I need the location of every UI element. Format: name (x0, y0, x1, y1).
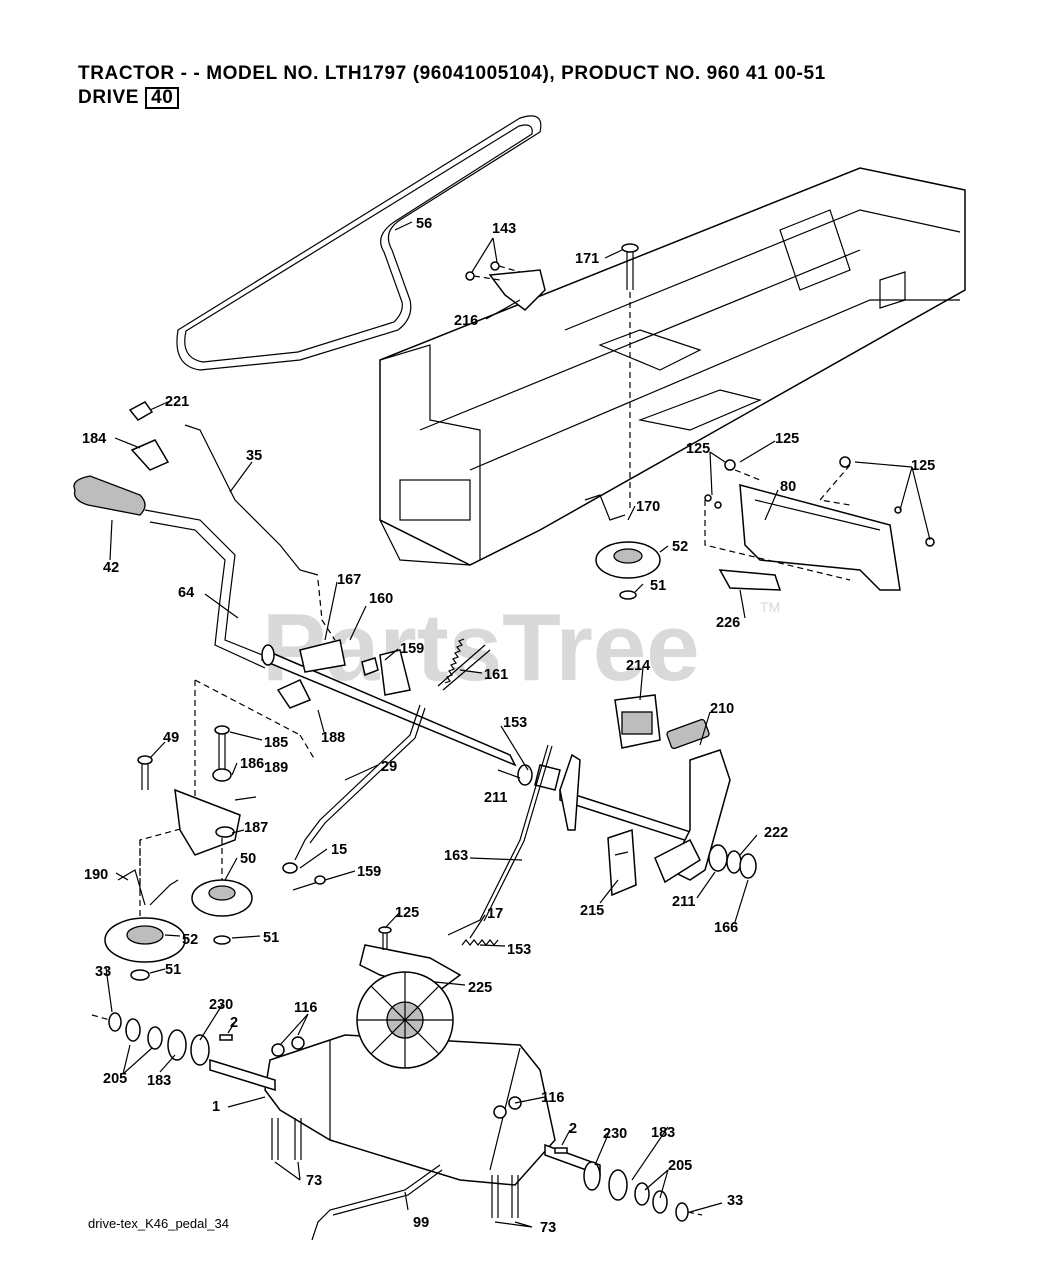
drive-belt (176, 115, 542, 371)
callout-52-upper: 52 (672, 539, 688, 555)
callout-33-left: 33 (95, 964, 111, 980)
callout-125-d: 125 (395, 905, 419, 921)
pedal-shaft-64 (261, 639, 517, 767)
brake-pedal-assembly (517, 718, 731, 884)
pedal-pad-214 (614, 694, 661, 749)
pivot-plate-group (137, 679, 316, 890)
callout-205-right: 205 (668, 1158, 692, 1174)
drawing-id: drive-tex_K46_pedal_34 (88, 1216, 229, 1231)
bolt-171 (621, 243, 639, 510)
callout-125-b: 125 (775, 431, 799, 447)
callout-42: 42 (103, 560, 119, 576)
callout-2-right: 2 (569, 1121, 577, 1137)
section-number-box: 40 (145, 87, 180, 109)
callout-73-right: 73 (540, 1220, 556, 1236)
model-title: TRACTOR - - MODEL NO. LTH1797 (960410051… (78, 63, 826, 84)
right-axle-hardware (554, 1147, 703, 1222)
callout-1: 1 (212, 1099, 220, 1115)
callout-99: 99 (413, 1215, 429, 1231)
rod-163 (447, 744, 553, 946)
callout-labels: 56 143 171 216 221 184 35 42 64 167 160 … (82, 216, 935, 1236)
callout-190: 190 (84, 867, 108, 883)
callout-166: 166 (714, 920, 738, 936)
callout-159-lower: 159 (357, 864, 381, 880)
rod-29 (294, 704, 426, 861)
callout-56: 56 (416, 216, 432, 232)
rod-35 (184, 424, 336, 641)
callout-17: 17 (487, 906, 503, 922)
diagram-header: TRACTOR - - MODEL NO. LTH1797 (960410051… (78, 62, 978, 110)
callout-52-lower: 52 (182, 932, 198, 948)
callout-222: 222 (764, 825, 788, 841)
callout-221: 221 (165, 394, 189, 410)
callout-153-upper: 153 (503, 715, 527, 731)
bracket-226 (718, 569, 782, 591)
callout-211-left: 211 (484, 790, 507, 806)
callout-125-c: 125 (911, 458, 935, 474)
callout-230-right: 230 (603, 1126, 627, 1142)
callout-49: 49 (163, 730, 179, 746)
section-name: DRIVE (78, 87, 140, 108)
callout-216: 216 (454, 313, 478, 329)
callout-226: 226 (716, 615, 740, 631)
callout-73-left: 73 (306, 1173, 322, 1189)
callout-187: 187 (244, 820, 268, 836)
callout-163: 163 (444, 848, 468, 864)
leader-lines (105, 221, 931, 1228)
callout-80: 80 (780, 479, 796, 495)
washer-15-spring-159 (282, 862, 326, 891)
callout-225: 225 (468, 980, 492, 996)
callout-210: 210 (710, 701, 734, 717)
pedal-cover-215 (607, 828, 637, 897)
callout-116-left: 116 (294, 1000, 317, 1016)
callout-215: 215 (580, 903, 604, 919)
callout-214: 214 (626, 658, 650, 674)
callout-51-lower: 51 (165, 962, 181, 978)
callout-186: 186 (240, 756, 264, 772)
callout-171: 171 (575, 251, 599, 267)
callout-29: 29 (381, 759, 397, 775)
callout-161: 161 (484, 667, 508, 683)
callout-33-right: 33 (727, 1193, 743, 1209)
callout-116-right: 116 (541, 1090, 564, 1106)
callout-15: 15 (331, 842, 347, 858)
callout-211-right: 211 (672, 894, 695, 910)
callout-183-left: 183 (147, 1073, 171, 1089)
callout-170: 170 (636, 499, 660, 515)
callout-189: 189 (264, 760, 288, 776)
left-axle-hardware (91, 1012, 233, 1066)
callout-35: 35 (246, 448, 262, 464)
bracket-80 (704, 456, 935, 591)
idler-pulley-52-upper (584, 494, 661, 600)
callout-2-left: 2 (230, 1015, 238, 1031)
callout-51-mid: 51 (263, 930, 279, 946)
callout-125-a: 125 (686, 441, 710, 457)
callout-205-left: 205 (103, 1071, 127, 1087)
callout-64: 64 (178, 585, 194, 601)
watermark-trademark: TM (760, 599, 780, 615)
springs (361, 638, 491, 696)
callout-51-upper: 51 (650, 578, 666, 594)
handle-assembly (73, 401, 301, 669)
tractor-frame (379, 167, 966, 566)
callout-143: 143 (492, 221, 516, 237)
callout-50: 50 (240, 851, 256, 867)
bracket-216 (465, 261, 546, 311)
callout-185: 185 (264, 735, 288, 751)
callout-184: 184 (82, 431, 106, 447)
rod-99 (311, 1164, 443, 1241)
callout-153-lower: 153 (507, 942, 531, 958)
callout-167: 167 (337, 572, 361, 588)
washers-211-222-166 (708, 844, 757, 879)
callout-183-right: 183 (651, 1125, 675, 1141)
callout-230-left: 230 (209, 997, 233, 1013)
callout-188: 188 (321, 730, 345, 746)
pulleys-lower-left (104, 838, 253, 981)
callout-159-upper: 159 (400, 641, 424, 657)
callout-160: 160 (369, 591, 393, 607)
